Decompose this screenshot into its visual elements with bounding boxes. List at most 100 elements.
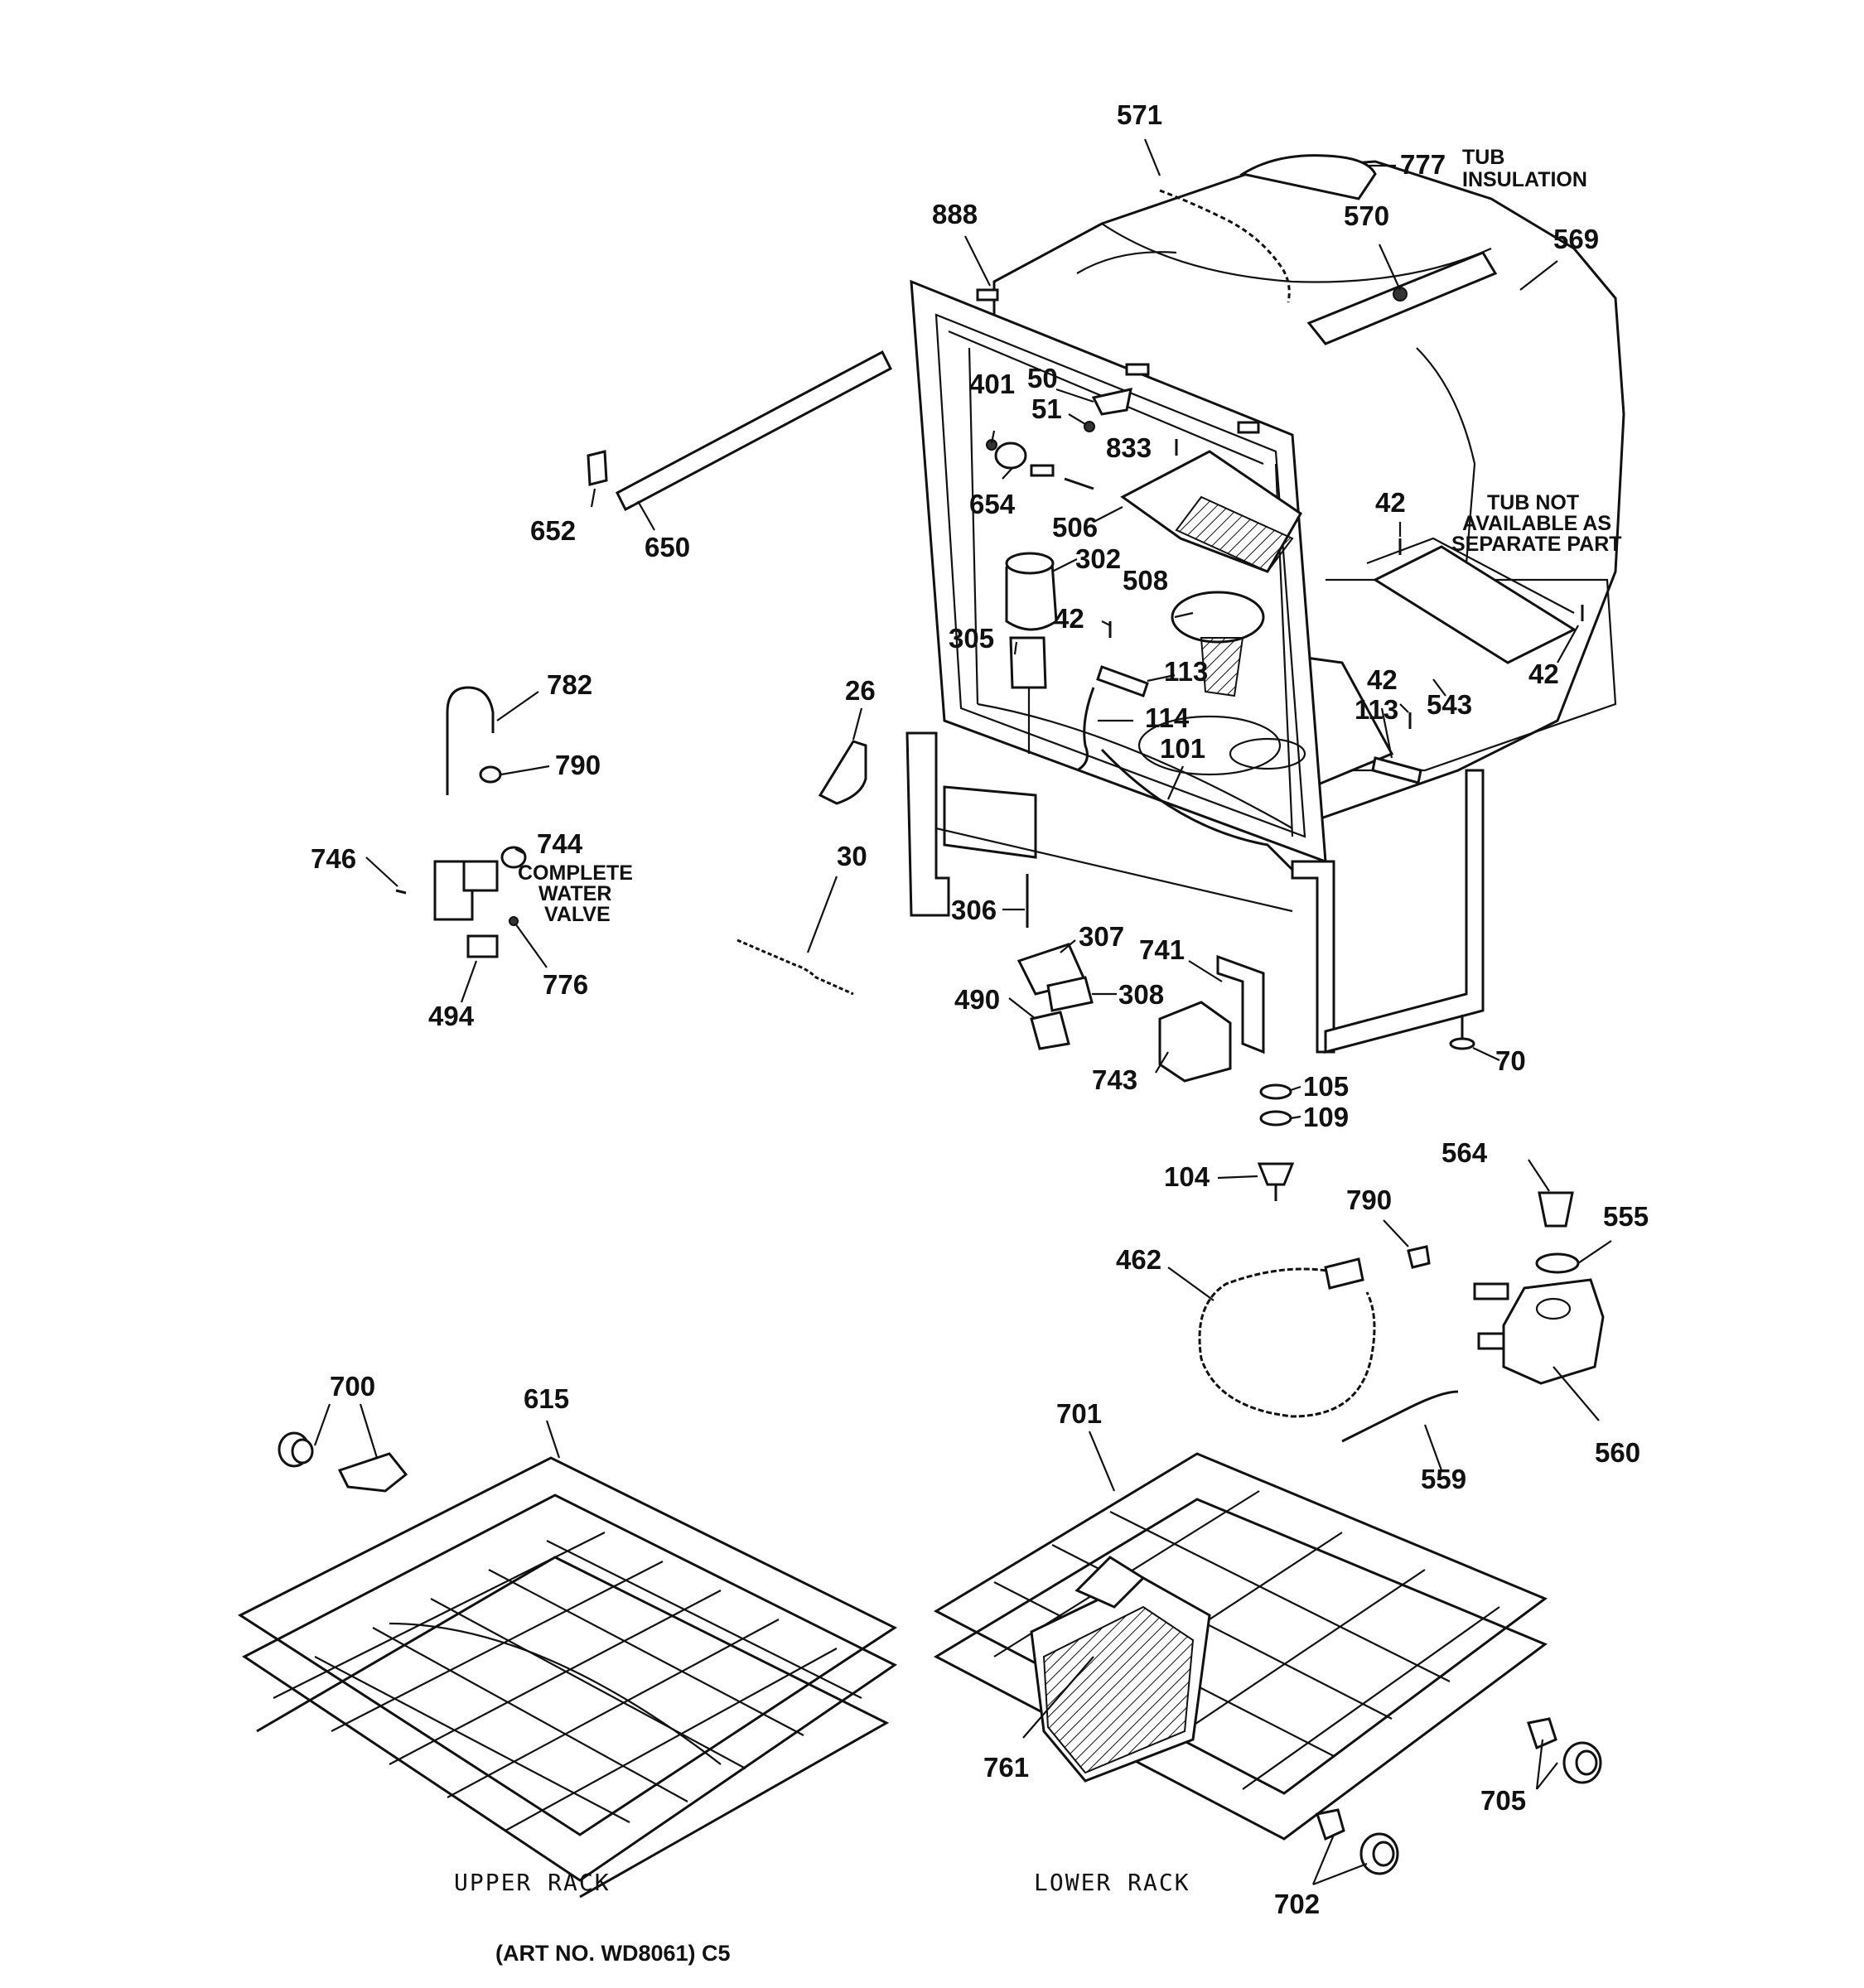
label-776: 776 (543, 969, 588, 1000)
label-705: 705 (1480, 1785, 1526, 1816)
label-761: 761 (983, 1752, 1029, 1783)
note-tub-insulation-2: INSULATION (1462, 168, 1587, 191)
water-valve (395, 846, 527, 958)
label-701: 701 (1056, 1398, 1102, 1429)
label-743: 743 (1092, 1064, 1137, 1095)
caption-lower-rack: LOWER RACK (1034, 1869, 1190, 1896)
label-746: 746 (311, 843, 356, 874)
note-tub-not-available-3: SEPARATE PART (1451, 533, 1622, 556)
label-42-c: 42 (1528, 659, 1559, 689)
label-702: 702 (1274, 1889, 1320, 1919)
inlet-hose (1198, 1267, 1376, 1418)
fill-funnel-hose (446, 686, 495, 795)
label-305: 305 (949, 623, 994, 654)
label-42-d: 42 (1367, 664, 1398, 695)
label-508: 508 (1123, 565, 1168, 596)
microswitch-490 (1030, 1011, 1070, 1050)
label-42-a: 42 (1375, 487, 1406, 518)
leader-lines (313, 138, 1612, 1886)
bracket-741 (1216, 954, 1265, 1054)
label-101: 101 (1160, 733, 1205, 764)
label-105: 105 (1303, 1071, 1349, 1102)
label-104: 104 (1164, 1161, 1210, 1192)
label-564: 564 (1441, 1137, 1488, 1168)
label-113-b: 113 (1355, 694, 1398, 725)
caption-upper-rack: UPPER RACK (454, 1869, 611, 1896)
label-306: 306 (951, 895, 997, 925)
silverware-basket (1030, 1556, 1211, 1783)
label-700: 700 (330, 1371, 375, 1402)
clip-50 (1091, 388, 1132, 416)
art-number: (ART NO. WD8061) C5 (495, 1941, 731, 1966)
pump-nut-104 (1257, 1162, 1295, 1186)
door-spring (736, 939, 854, 996)
detergent-dispenser (1120, 450, 1302, 573)
label-559: 559 (1421, 1464, 1466, 1494)
label-114: 114 (1145, 702, 1190, 733)
label-30: 30 (837, 841, 867, 871)
label-490: 490 (954, 984, 1000, 1015)
label-51: 51 (1031, 393, 1062, 424)
bracket-113-left (1096, 665, 1149, 697)
label-307: 307 (1079, 921, 1124, 952)
washer-105 (1259, 1083, 1292, 1100)
label-650: 650 (645, 532, 690, 562)
hose-clamp-790 (1407, 1245, 1431, 1269)
label-494: 494 (428, 1001, 475, 1031)
note-tub-not-available-2: AVAILABLE AS (1462, 512, 1611, 535)
switch-654 (994, 442, 1094, 490)
gasket-555 (1535, 1252, 1580, 1274)
label-70: 70 (1495, 1045, 1526, 1076)
tub-assembly (905, 154, 1625, 1054)
label-741: 741 (1139, 934, 1185, 965)
label-113-a: 113 (1164, 656, 1208, 687)
lower-rack-roller-705 (1527, 1717, 1602, 1784)
label-401: 401 (969, 369, 1015, 399)
label-302: 302 (1075, 543, 1121, 574)
track-rail (616, 350, 892, 512)
leveling-leg (1449, 1015, 1475, 1050)
upper-rack (237, 1456, 898, 1899)
vent-hose (1159, 189, 1291, 303)
note-tub-insulation-1: TUB (1462, 146, 1504, 169)
label-833: 833 (1106, 432, 1152, 463)
lower-rack-roller-702 (1316, 1808, 1399, 1875)
note-water-valve-2: WATER (538, 882, 611, 905)
label-42-b: 42 (1054, 603, 1084, 634)
label-543: 543 (1427, 689, 1472, 720)
label-888: 888 (932, 199, 978, 229)
note-water-valve-3: VALVE (544, 903, 611, 926)
label-569: 569 (1553, 224, 1599, 254)
label-560: 560 (1595, 1437, 1640, 1468)
module-743 (1158, 1001, 1232, 1083)
label-652: 652 (530, 515, 576, 546)
track-end-cap (587, 450, 608, 486)
label-790-a: 790 (555, 750, 601, 780)
label-109: 109 (1303, 1102, 1349, 1132)
part-labels: 571 777 TUB INSULATION 888 570 569 401 5… (311, 99, 1649, 1919)
label-777: 777 (1400, 149, 1446, 180)
filter-assembly (1171, 591, 1265, 697)
label-50: 50 (1027, 363, 1058, 393)
label-308: 308 (1118, 979, 1164, 1010)
label-615: 615 (524, 1383, 569, 1414)
note-tub-not-available-1: TUB NOT (1487, 491, 1579, 514)
grommet-790 (479, 765, 502, 784)
heater-components (1005, 552, 1058, 754)
label-654: 654 (969, 489, 1016, 519)
door-latch (818, 740, 867, 805)
control-bracket (1372, 545, 1577, 664)
drain-hose (1341, 1390, 1459, 1443)
label-790-b: 790 (1346, 1185, 1392, 1215)
note-water-valve-1: COMPLETE (518, 861, 633, 885)
label-26: 26 (845, 675, 876, 706)
heater-tube (1076, 687, 1095, 772)
washer-109 (1259, 1110, 1292, 1127)
label-782: 782 (547, 669, 592, 700)
label-571: 571 (1117, 99, 1162, 130)
label-462: 462 (1116, 1244, 1161, 1275)
label-570: 570 (1344, 200, 1389, 231)
drain-pump (1473, 1278, 1605, 1385)
label-555: 555 (1603, 1201, 1649, 1232)
